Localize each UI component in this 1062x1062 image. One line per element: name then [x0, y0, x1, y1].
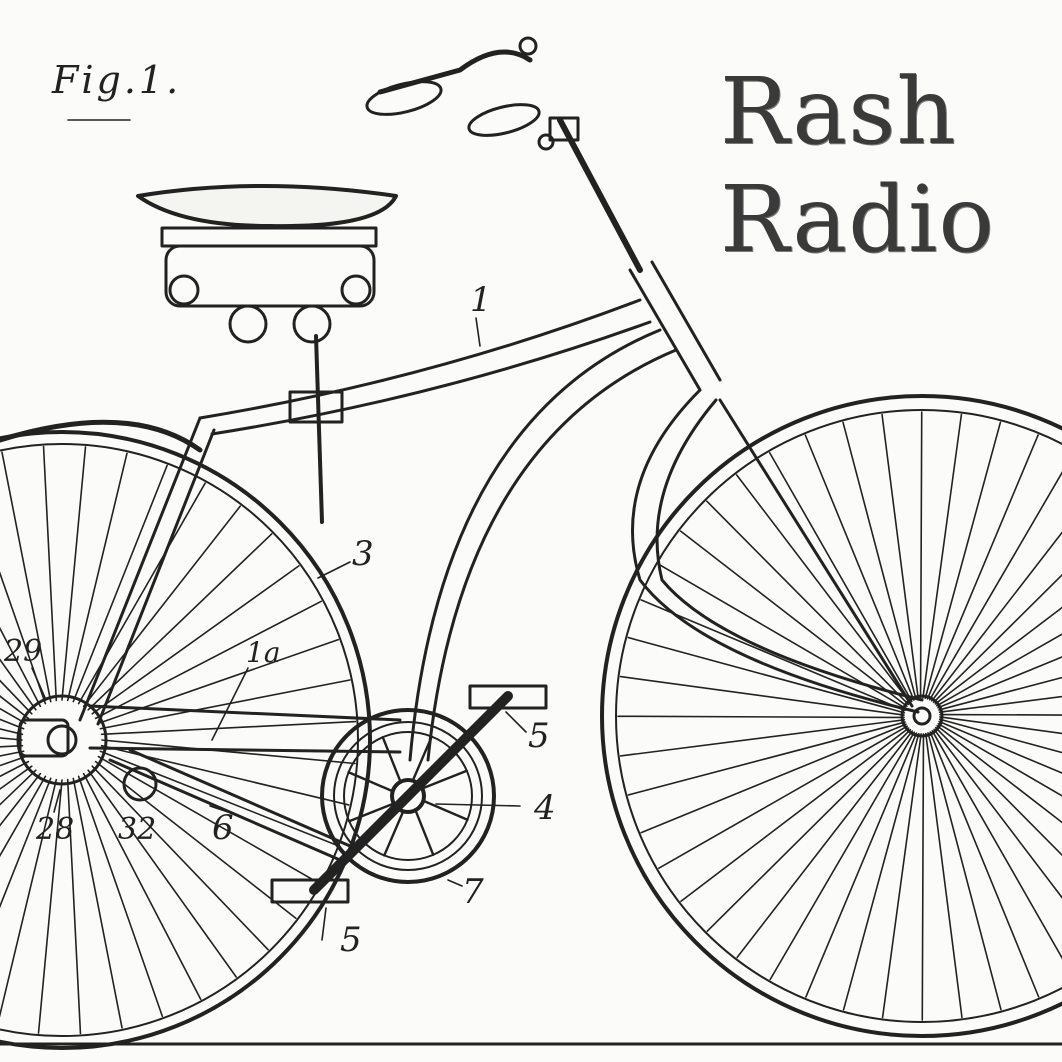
ref-number-7: 7: [462, 872, 484, 912]
ref-number-28: 28: [36, 812, 75, 847]
ref-number-1a: 1a: [246, 636, 281, 669]
ref-number-6: 6: [212, 808, 234, 848]
rear-sprocket: [18, 718, 158, 802]
ref-number-3: 3: [352, 534, 374, 574]
frame: [0, 260, 924, 862]
front-wheel: [600, 394, 1062, 1038]
figure-label: Fig.1.: [52, 58, 182, 102]
title-line-2: Radio: [720, 166, 995, 273]
ref-number-4: 4: [534, 788, 556, 828]
saddle: [136, 184, 398, 524]
podcast-title: Rash Radio: [720, 58, 995, 274]
handlebar: [365, 36, 643, 273]
ref-number-1: 1: [470, 280, 492, 320]
rear-wheel: [0, 430, 372, 1050]
ref-number-29: 29: [4, 634, 43, 669]
leader-lines: [31, 119, 527, 941]
ref-number-32: 32: [118, 812, 157, 847]
ref-number-5-bottom: 5: [340, 920, 362, 960]
title-line-1: Rash: [720, 58, 957, 165]
chainwheel: [270, 684, 548, 904]
ref-number-5-top: 5: [528, 716, 550, 756]
